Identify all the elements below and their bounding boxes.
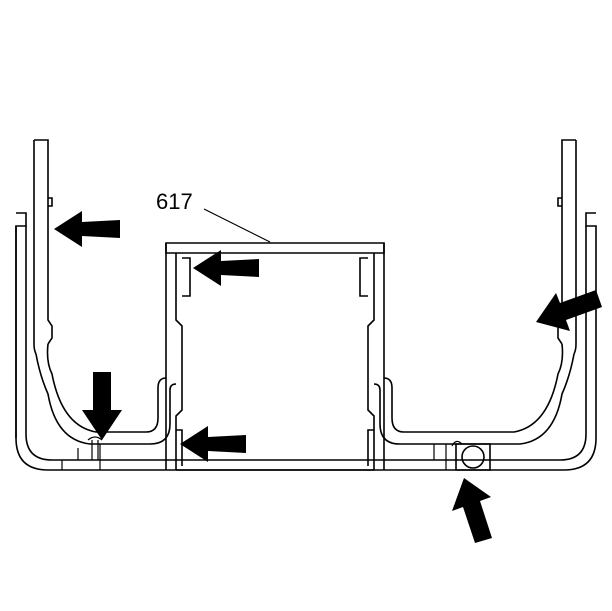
arrow-left-plate-icon bbox=[54, 211, 120, 247]
arrow-right-housing-icon bbox=[536, 290, 602, 331]
arrow-o-ring-icon bbox=[452, 478, 492, 543]
left-plate bbox=[33, 139, 100, 445]
arrow-center-upper-icon bbox=[193, 250, 259, 286]
right-plate bbox=[492, 139, 577, 445]
center-component-617 bbox=[165, 242, 385, 471]
callout-label: 617 bbox=[156, 189, 193, 214]
indicator-arrows bbox=[54, 211, 602, 543]
left-fastener bbox=[87, 436, 103, 460]
arrow-center-lower-icon bbox=[180, 426, 246, 462]
left-channel bbox=[61, 377, 177, 470]
callout-leader-line bbox=[203, 208, 271, 243]
callout-617: 617 bbox=[156, 189, 271, 243]
right-channel bbox=[373, 377, 492, 470]
arrow-fastener-icon bbox=[82, 372, 122, 440]
o-ring-seal bbox=[451, 440, 491, 471]
